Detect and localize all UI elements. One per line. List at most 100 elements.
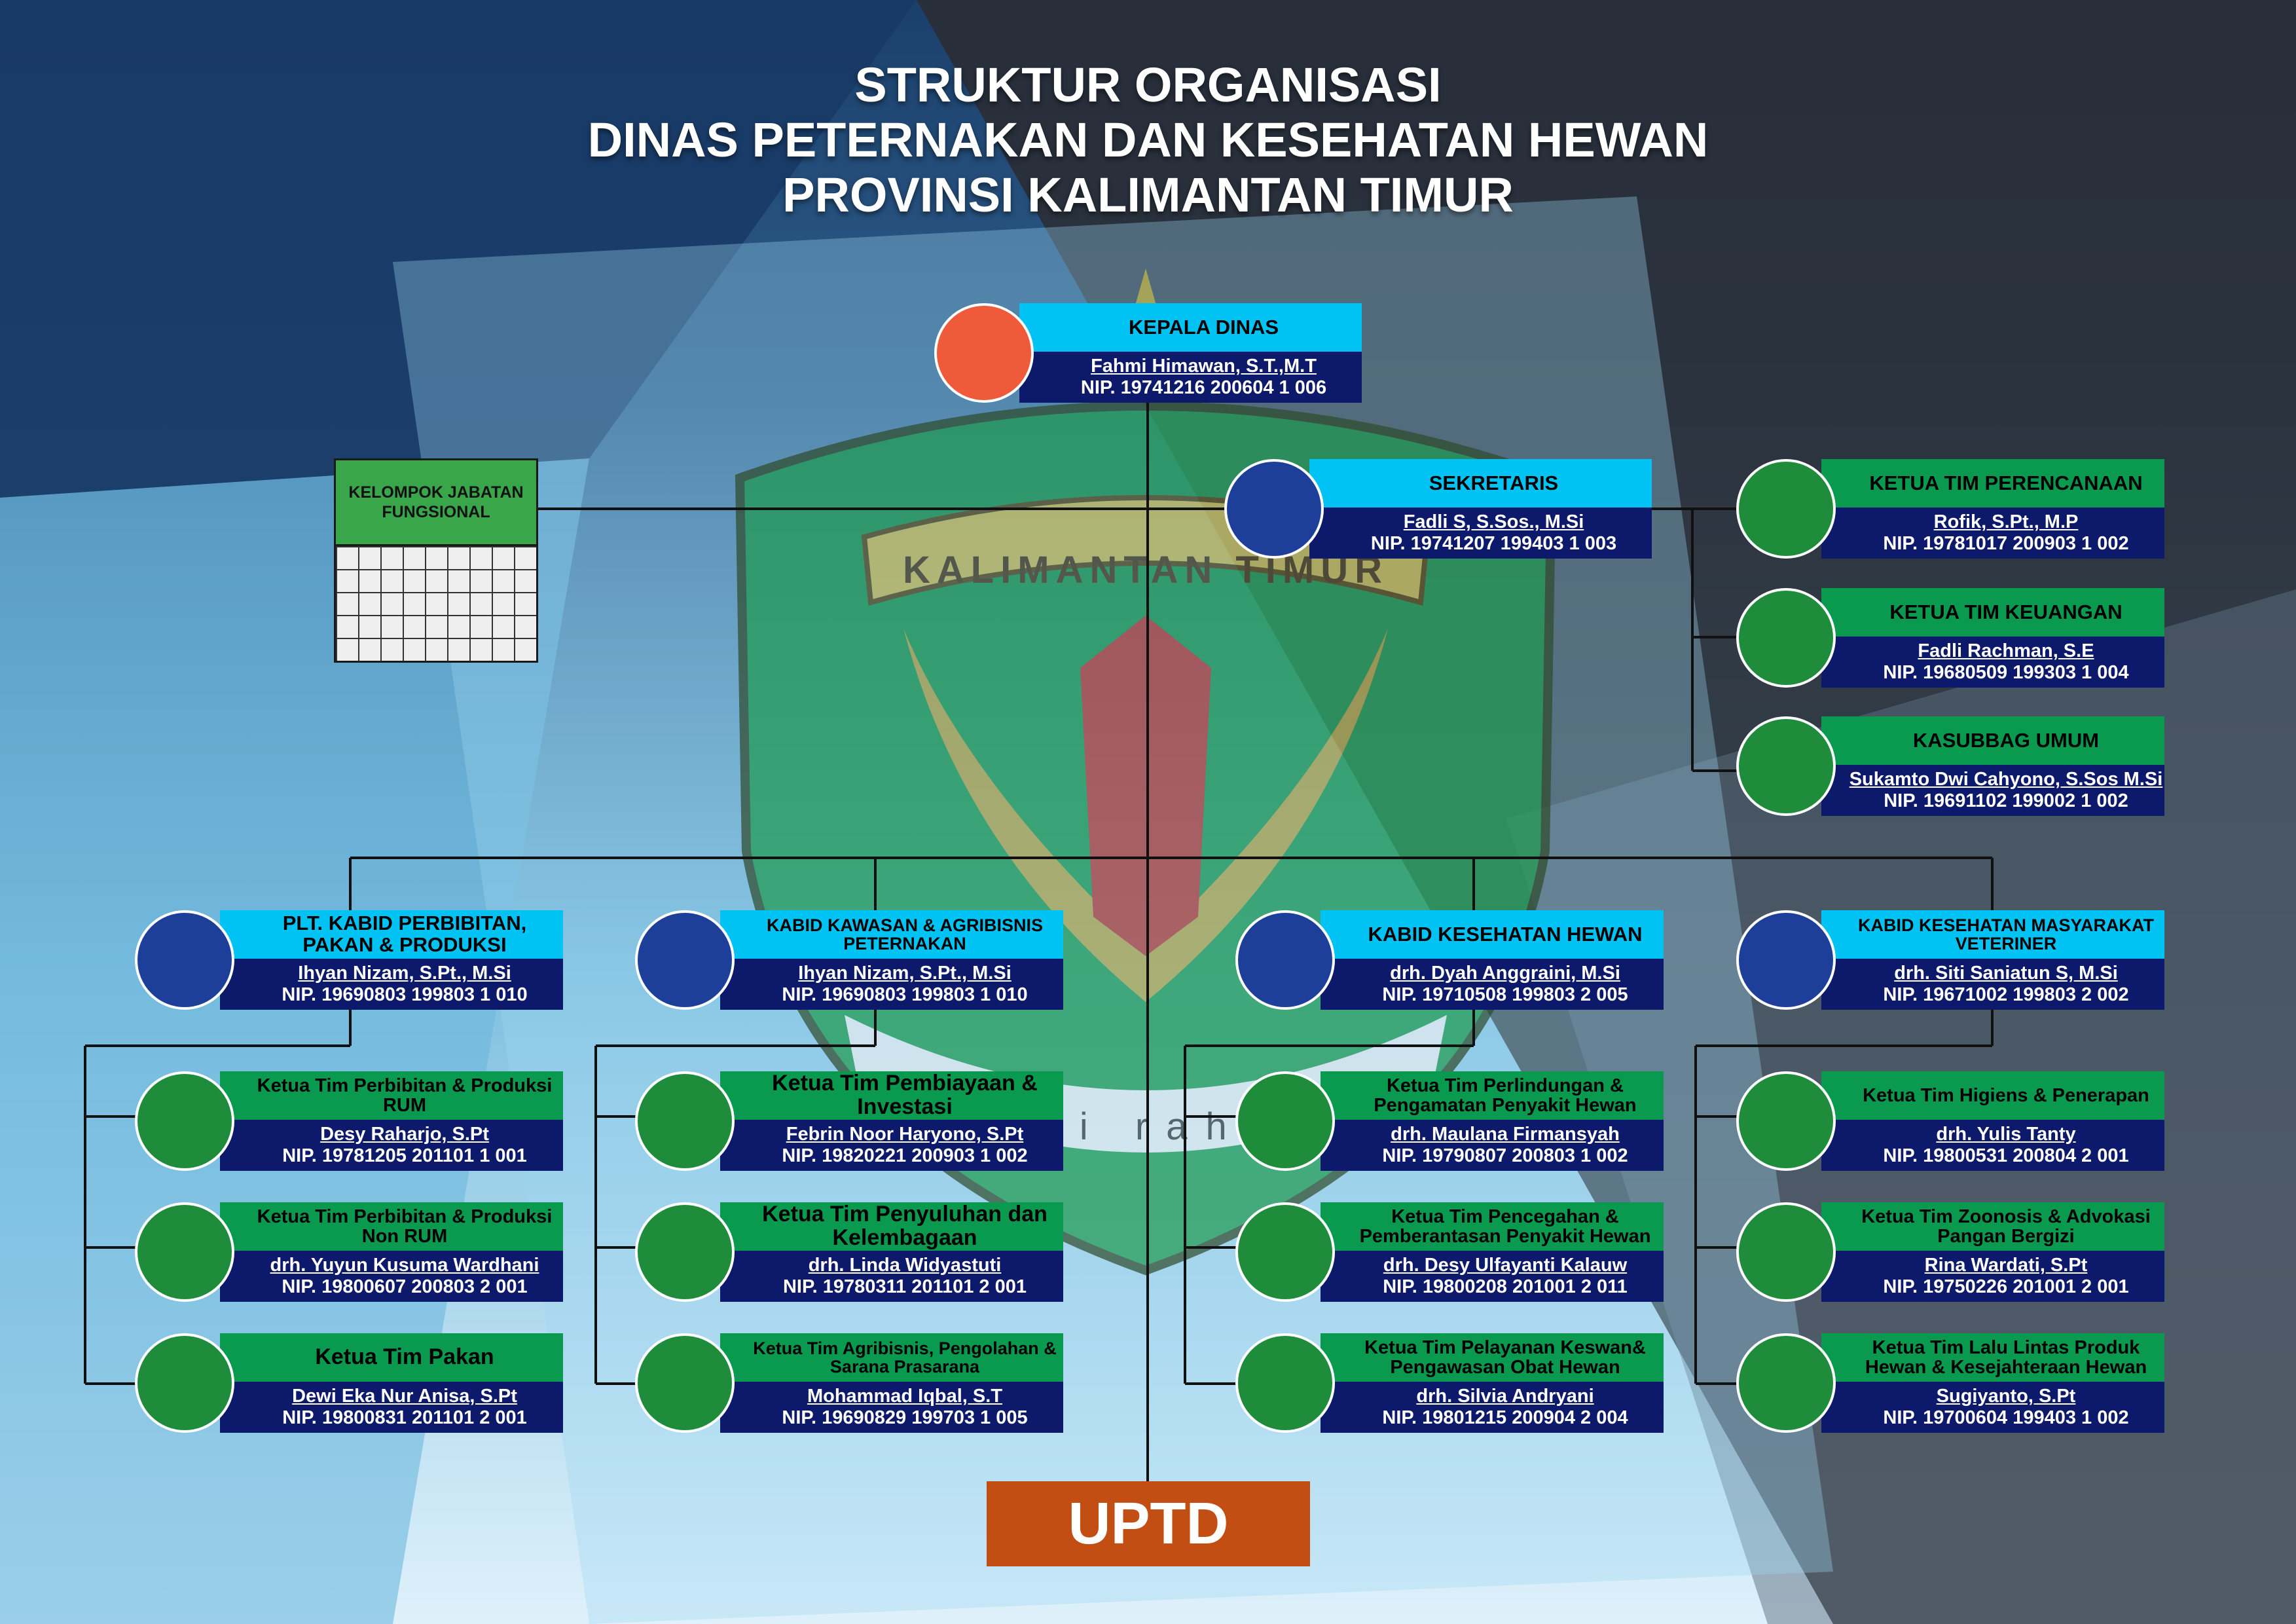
title-line-3: PROVINSI KALIMANTAN TIMUR <box>782 168 1514 222</box>
node-title: KABID KESEHATAN HEWAN <box>1321 910 1664 959</box>
node-name: Rina Wardati, S.Pt <box>1924 1255 2088 1276</box>
node-nip: NIP. 19820221 200903 1 002 <box>782 1145 1028 1166</box>
node-title: Ketua Tim Pelayanan Keswan& Pengawasan O… <box>1321 1333 1664 1382</box>
node-name: drh. Yuyun Kusuma Wardhani <box>270 1255 539 1276</box>
jabatan-fungsional-grid <box>336 546 536 661</box>
person-photo <box>135 1071 234 1171</box>
node-nip: NIP. 19690803 199803 1 010 <box>282 984 528 1005</box>
node-title: Ketua Tim Perbibitan & Produksi RUM <box>220 1071 563 1120</box>
node-kasubbag-umum: KASUBBAG UMUM Sukamto Dwi Cahyono, S.Sos… <box>1736 716 2164 816</box>
person-photo <box>1736 588 1836 688</box>
node-nip: NIP. 19801215 200904 2 004 <box>1382 1407 1628 1428</box>
person-photo <box>1224 459 1324 559</box>
emblem-leaves <box>903 629 1388 1002</box>
person-photo <box>934 303 1034 403</box>
node-name: Fadli Rachman, S.E <box>1918 640 2094 661</box>
uptd-box: UPTD <box>987 1481 1310 1566</box>
node-nip: NIP. 19800831 201101 2 001 <box>282 1407 527 1428</box>
node-nip: NIP. 19781017 200903 1 002 <box>1883 533 2129 554</box>
node-tim-agribisnis: Ketua Tim Agribisnis, Pengolahan & Saran… <box>635 1333 1063 1433</box>
node-tim-perbibitan-rum: Ketua Tim Perbibitan & Produksi RUM Desy… <box>135 1071 563 1171</box>
person-photo <box>1736 1071 1836 1171</box>
person-photo <box>635 1333 735 1433</box>
node-nip: NIP. 19800531 200804 2 001 <box>1883 1145 2129 1166</box>
person-photo <box>1736 716 1836 816</box>
node-name: drh. Yulis Tanty <box>1936 1124 2076 1145</box>
node-name: Fahmi Himawan, S.T.,M.T <box>1091 356 1317 377</box>
person-photo <box>635 910 735 1010</box>
node-tim-pencegahan: Ketua Tim Pencegahan & Pemberantasan Pen… <box>1235 1202 1664 1302</box>
node-tim-pembiayaan: Ketua Tim Pembiayaan & Investasi Febrin … <box>635 1071 1063 1171</box>
title-line-2: DINAS PETERNAKAN DAN KESEHATAN HEWAN <box>587 113 1709 167</box>
node-nip: NIP. 19800208 201001 2 011 <box>1383 1276 1628 1297</box>
node-title: KEPALA DINAS <box>1019 303 1362 352</box>
person-photo <box>135 910 234 1010</box>
person-photo <box>635 1071 735 1171</box>
emblem-ribbon-text: KALIMANTAN TIMUR <box>903 549 1389 591</box>
node-title: PLT. KABID PERBIBITAN, PAKAN & PRODUKSI <box>220 910 563 959</box>
node-name: Fadli S, S.Sos., M.Si <box>1403 511 1584 532</box>
person-photo <box>1736 459 1836 559</box>
node-title: Ketua Tim Lalu Lintas Produk Hewan & Kes… <box>1821 1333 2164 1382</box>
node-name: drh. Linda Widyastuti <box>808 1255 1002 1276</box>
node-name: drh. Desy Ulfayanti Kalauw <box>1383 1255 1628 1276</box>
chart-title: STRUKTUR ORGANISASI DINAS PETERNAKAN DAN… <box>0 58 2296 223</box>
person-photo <box>135 1333 234 1433</box>
node-tim-pakan: Ketua Tim Pakan Dewi Eka Nur Anisa, S.Pt… <box>135 1333 563 1433</box>
person-photo <box>1736 910 1836 1010</box>
node-title: Ketua Tim Pencegahan & Pemberantasan Pen… <box>1321 1202 1664 1251</box>
node-nip: NIP. 19750226 201001 2 001 <box>1883 1276 2129 1297</box>
node-name: Dewi Eka Nur Anisa, S.Pt <box>292 1386 517 1407</box>
person-photo <box>1235 1333 1335 1433</box>
node-title: Ketua Tim Perbibitan & Produksi Non RUM <box>220 1202 563 1251</box>
node-name: Ihyan Nizam, S.Pt., M.Si <box>798 963 1011 984</box>
person-photo <box>1736 1333 1836 1433</box>
node-nip: NIP. 19790807 200803 1 002 <box>1382 1145 1628 1166</box>
node-title: Ketua Tim Higiens & Penerapan <box>1821 1071 2164 1120</box>
node-name: Mohammad Iqbal, S.T <box>807 1386 1003 1407</box>
node-name: drh. Maulana Firmansyah <box>1391 1124 1620 1145</box>
node-name: Sugiyanto, S.Pt <box>1936 1386 2076 1407</box>
jabatan-fungsional-box: KELOMPOK JABATAN FUNGSIONAL <box>334 458 538 663</box>
node-tim-perbibitan-non-rum: Ketua Tim Perbibitan & Produksi Non RUM … <box>135 1202 563 1302</box>
person-photo <box>1736 1202 1836 1302</box>
node-nip: NIP. 19710508 199803 2 005 <box>1382 984 1628 1005</box>
node-title: Ketua Tim Zoonosis & Advokasi Pangan Ber… <box>1821 1202 2164 1251</box>
person-photo <box>135 1202 234 1302</box>
node-nip: NIP. 19680509 199303 1 004 <box>1883 662 2129 683</box>
node-kabid-kesmavet: KABID KESEHATAN MASYARAKAT VETERINER drh… <box>1736 910 2164 1010</box>
person-photo <box>1235 1202 1335 1302</box>
node-tim-higiens: Ketua Tim Higiens & Penerapan drh. Yulis… <box>1736 1071 2164 1171</box>
node-name: drh. Dyah Anggraini, M.Si <box>1390 963 1620 984</box>
node-tim-lalu-lintas: Ketua Tim Lalu Lintas Produk Hewan & Kes… <box>1736 1333 2164 1433</box>
node-nip: NIP. 19780311 201101 2 001 <box>782 1276 1027 1297</box>
node-nip: NIP. 19800607 200803 2 001 <box>282 1276 528 1297</box>
node-title: Ketua Tim Pembiayaan & Investasi <box>720 1071 1063 1120</box>
node-tim-penyuluhan: Ketua Tim Penyuluhan dan Kelembagaan drh… <box>635 1202 1063 1302</box>
node-nip: NIP. 19781205 201101 1 001 <box>282 1145 527 1166</box>
node-title: KETUA TIM KEUANGAN <box>1821 588 2164 637</box>
node-title: SEKRETARIS <box>1309 459 1652 507</box>
node-title: Ketua Tim Perlindungan & Pengamatan Peny… <box>1321 1071 1664 1120</box>
